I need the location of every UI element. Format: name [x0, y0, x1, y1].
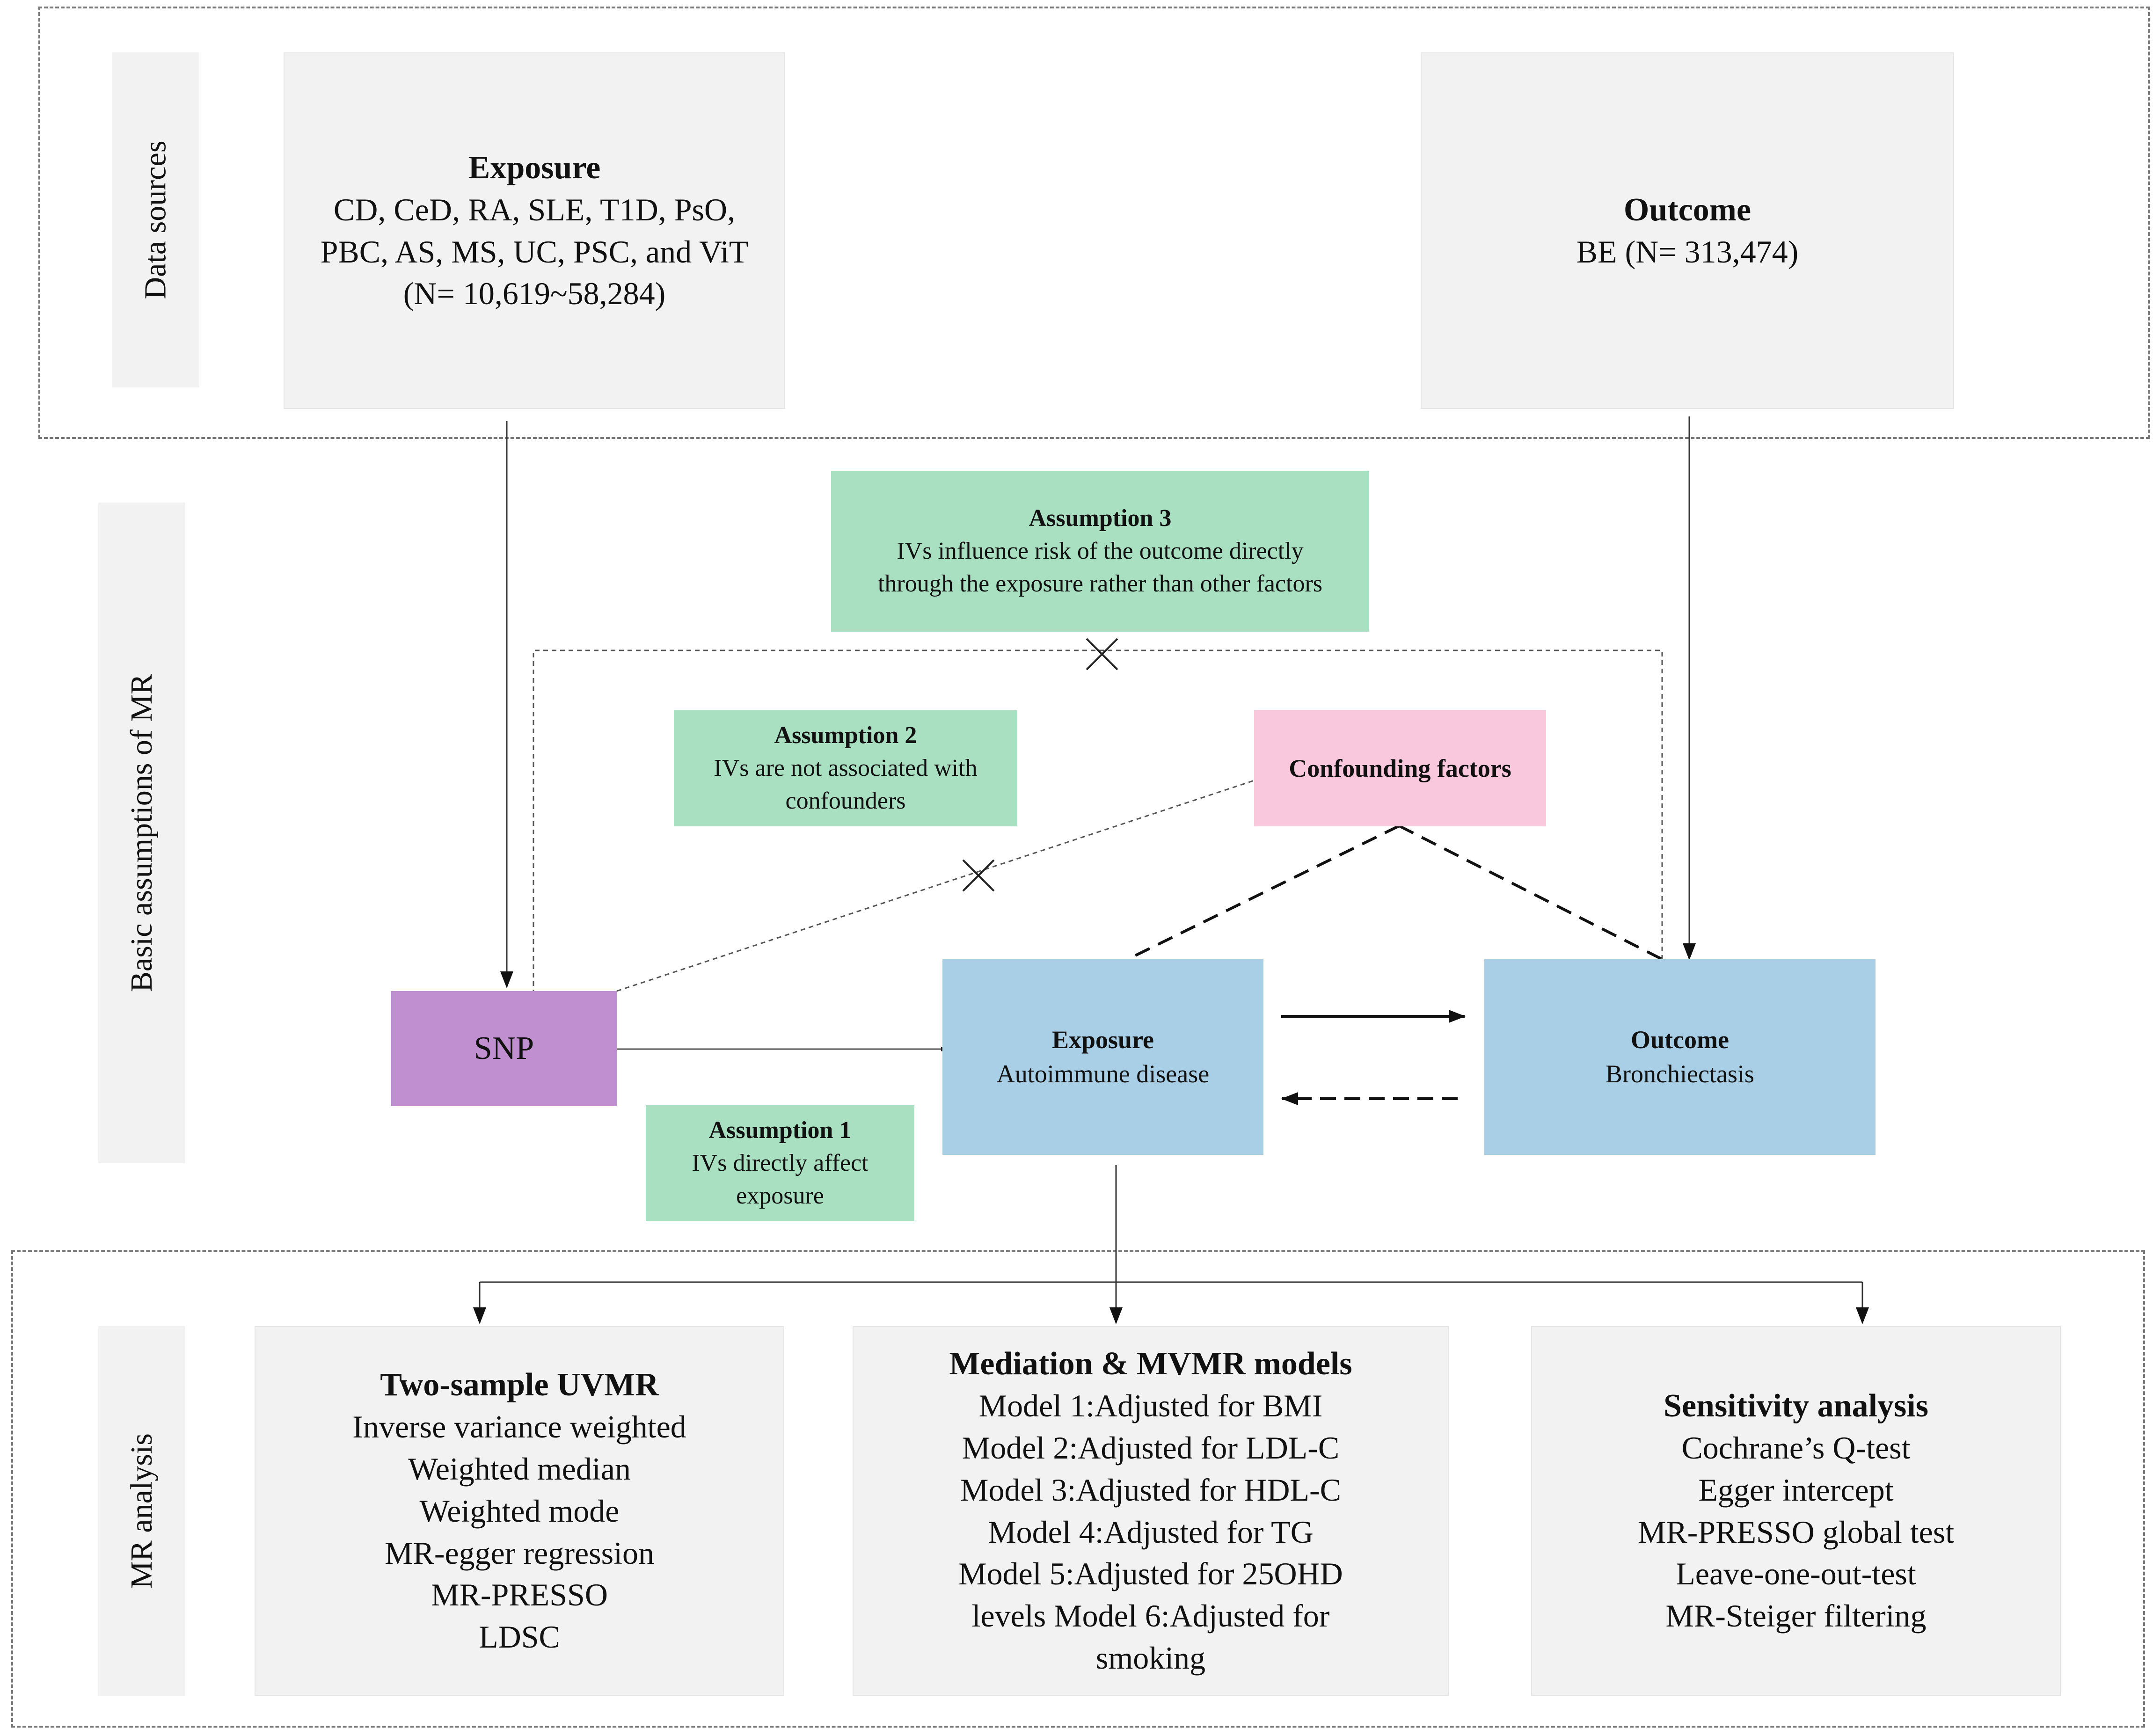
- assumption2-cross-icon: [962, 859, 995, 892]
- assumption3-path: [533, 649, 1663, 994]
- outcome-source-box: Outcome BE (N= 313,474): [1421, 52, 1954, 409]
- outcome-node-subtitle: Bronchiectasis: [1606, 1060, 1754, 1088]
- assumption2-box: Assumption 2 IVs are not associated with…: [674, 710, 1017, 826]
- assumption2-title: Assumption 2: [774, 722, 917, 749]
- sensitivity-title: Sensitivity analysis: [1664, 1388, 1928, 1424]
- basic-assumptions-label: Basic assumptions of MR: [98, 503, 185, 1163]
- exposure-source-box: Exposure CD, CeD, RA, SLE, T1D, PsO, PBC…: [284, 52, 785, 409]
- mvmr-box: Mediation & MVMR models Model 1:Adjusted…: [853, 1326, 1449, 1696]
- assumption2-line: confounders: [785, 788, 906, 815]
- uvmr-line: Weighted mode: [419, 1493, 620, 1529]
- exposure-source-line: CD, CeD, RA, SLE, T1D, PsO,: [333, 191, 736, 227]
- outcome-source-line: BE (N= 313,474): [1576, 233, 1799, 270]
- assumption3-title: Assumption 3: [1029, 504, 1172, 532]
- confounder-to-exposure: [1127, 824, 1400, 961]
- assumption3-box: Assumption 3 IVs influence risk of the o…: [831, 471, 1369, 632]
- assumption1-box: Assumption 1 IVs directly affect exposur…: [646, 1105, 914, 1221]
- uvmr-line: Weighted median: [408, 1451, 631, 1487]
- mvmr-line: Model 2:Adjusted for LDL-C: [962, 1430, 1340, 1466]
- mr-analysis-label: MR analysis: [98, 1326, 185, 1696]
- exposure-source-line: PBC, AS, MS, UC, PSC, and ViT: [320, 233, 749, 270]
- mvmr-line: smoking: [1095, 1640, 1206, 1676]
- uvmr-line: MR-PRESSO: [431, 1577, 608, 1613]
- assumption3-line: IVs influence risk of the outcome direct…: [897, 537, 1304, 564]
- mvmr-title: Mediation & MVMR models: [949, 1346, 1352, 1382]
- snp-box: SNP: [391, 991, 617, 1106]
- mvmr-line: Model 4:Adjusted for TG: [988, 1514, 1314, 1550]
- sensitivity-line: MR-Steiger filtering: [1665, 1598, 1927, 1634]
- assumption2-path: [616, 780, 1255, 992]
- uvmr-box: Two-sample UVMR Inverse variance weighte…: [255, 1326, 784, 1696]
- confounder-to-outcome: [1398, 824, 1663, 961]
- assumption3-cross-icon: [1086, 638, 1118, 671]
- uvmr-title: Two-sample UVMR: [380, 1367, 659, 1403]
- exposure-source-line: (N= 10,619~58,284): [403, 276, 666, 312]
- sensitivity-box: Sensitivity analysis Cochrane’s Q-test E…: [1531, 1326, 2061, 1696]
- outcome-node-title: Outcome: [1631, 1026, 1729, 1054]
- sensitivity-line: MR-PRESSO global test: [1637, 1514, 1955, 1550]
- mvmr-line: Model 3:Adjusted for HDL-C: [960, 1472, 1341, 1508]
- assumption1-line: exposure: [736, 1182, 824, 1210]
- data-sources-panel: [38, 7, 2150, 439]
- mvmr-line: Model 5:Adjusted for 25OHD: [958, 1556, 1343, 1592]
- uvmr-line: MR-egger regression: [385, 1535, 654, 1571]
- uvmr-line: Inverse variance weighted: [352, 1409, 686, 1445]
- confounding-factors-label: Confounding factors: [1289, 754, 1511, 782]
- outcome-node: Outcome Bronchiectasis: [1484, 959, 1876, 1155]
- snp-label: SNP: [474, 1030, 534, 1066]
- exposure-source-title: Exposure: [468, 149, 601, 186]
- exposure-node-title: Exposure: [1051, 1026, 1154, 1054]
- sensitivity-line: Leave-one-out-test: [1676, 1556, 1916, 1592]
- assumption2-line: IVs are not associated with: [714, 754, 978, 781]
- sensitivity-line: Egger intercept: [1698, 1472, 1894, 1508]
- uvmr-line: LDSC: [479, 1619, 560, 1655]
- sensitivity-line: Cochrane’s Q-test: [1681, 1430, 1911, 1466]
- exposure-node: Exposure Autoimmune disease: [942, 959, 1263, 1155]
- data-sources-label: Data sources: [112, 52, 199, 387]
- mvmr-line: Model 1:Adjusted for BMI: [978, 1388, 1323, 1424]
- mvmr-line: levels Model 6:Adjusted for: [971, 1598, 1330, 1634]
- confounding-factors-box: Confounding factors: [1254, 710, 1546, 826]
- outcome-source-title: Outcome: [1623, 191, 1752, 228]
- assumption1-title: Assumption 1: [708, 1116, 852, 1144]
- assumption3-line: through the exposure rather than other f…: [877, 570, 1323, 598]
- assumption1-line: IVs directly affect: [692, 1149, 868, 1176]
- mr-analysis-panel: [11, 1250, 2145, 1728]
- exposure-node-subtitle: Autoimmune disease: [996, 1060, 1210, 1088]
